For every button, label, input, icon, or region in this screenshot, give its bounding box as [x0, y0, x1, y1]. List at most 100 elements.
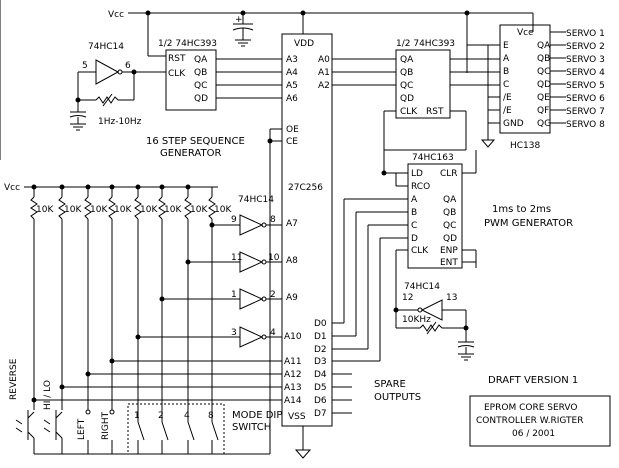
- svg-text:SERVO 5: SERVO 5: [566, 81, 605, 91]
- decoupling-capacitor: +: [232, 13, 254, 47]
- svg-text:SERVO 2: SERVO 2: [566, 42, 605, 52]
- svg-text:OUTPUTS: OUTPUTS: [374, 392, 421, 403]
- svg-text:QB: QB: [537, 54, 550, 64]
- svg-text:4: 4: [270, 328, 276, 338]
- svg-text:SERVO 6: SERVO 6: [566, 94, 605, 104]
- svg-text:QD: QD: [537, 80, 551, 90]
- svg-text:REVERSE: REVERSE: [9, 358, 19, 400]
- svg-text:A14: A14: [284, 396, 302, 406]
- svg-text:QC: QC: [400, 81, 413, 91]
- svg-text:RIGHT: RIGHT: [101, 411, 111, 440]
- svg-text:A: A: [503, 54, 510, 64]
- svg-text:HI / LO: HI / LO: [43, 380, 53, 410]
- svg-text:C: C: [503, 80, 509, 90]
- svg-text:Vcc: Vcc: [517, 28, 533, 38]
- svg-text:ENT: ENT: [440, 258, 458, 268]
- svg-text:10K: 10K: [114, 205, 132, 215]
- svg-text:RST: RST: [168, 54, 186, 64]
- svg-text:A7: A7: [286, 219, 298, 229]
- svg-text:ENP: ENP: [440, 246, 458, 256]
- svg-text:A12: A12: [284, 370, 302, 380]
- svg-text:1: 1: [134, 411, 140, 421]
- svg-text:QA: QA: [400, 55, 414, 65]
- svg-text:CLR: CLR: [440, 169, 458, 179]
- svg-text:VDD: VDD: [294, 39, 314, 49]
- pullup-resistors: 10K 10K 10K 10K 10K: [30, 187, 232, 410]
- svg-text:27C256: 27C256: [288, 183, 323, 193]
- svg-text:A5: A5: [286, 81, 298, 91]
- svg-text:CLK: CLK: [411, 246, 429, 256]
- svg-text:SERVO 4: SERVO 4: [566, 68, 605, 78]
- svg-text:A8: A8: [286, 256, 298, 266]
- svg-text:VSS: VSS: [288, 412, 306, 422]
- dip-switch-label-2: SWITCH: [232, 422, 271, 433]
- svg-text:SERVO 7: SERVO 7: [566, 107, 605, 117]
- svg-text:A11: A11: [284, 357, 302, 367]
- svg-text:A6: A6: [286, 94, 298, 104]
- svg-text:1Hz-10Hz: 1Hz-10Hz: [98, 117, 142, 127]
- svg-text:10: 10: [268, 253, 280, 263]
- svg-text:A4: A4: [286, 68, 298, 78]
- svg-text:10K: 10K: [190, 205, 208, 215]
- svg-text:11: 11: [231, 253, 242, 263]
- svg-text:D7: D7: [314, 409, 327, 419]
- title-line-3: 06 / 2001: [512, 429, 555, 439]
- counter-2: 1/2 74HC393 QA QB QC QD CLK RST: [384, 39, 500, 151]
- svg-text:2: 2: [158, 411, 164, 421]
- svg-text:QE: QE: [537, 93, 550, 103]
- svg-text:3: 3: [231, 328, 237, 338]
- svg-text:10K: 10K: [164, 205, 182, 215]
- svg-text:D0: D0: [314, 319, 327, 329]
- input-inverters: 74HC14 9 8 11 10 1 2 3 4: [135, 195, 282, 348]
- svg-text:HC138: HC138: [510, 141, 541, 151]
- svg-text:LD: LD: [411, 169, 423, 179]
- svg-text:A2: A2: [318, 81, 330, 91]
- svg-text:12: 12: [402, 293, 413, 303]
- decoder-hc138: E A B C /E /E GND Vcc QA QB QC QD QE QF …: [466, 24, 605, 151]
- svg-text:B: B: [411, 208, 417, 218]
- svg-text:8: 8: [270, 215, 276, 225]
- svg-text:1/2 74HC393: 1/2 74HC393: [158, 39, 217, 49]
- svg-text:A1: A1: [318, 68, 330, 78]
- svg-text:A0: A0: [318, 55, 330, 65]
- svg-text:74HC14: 74HC14: [238, 195, 274, 205]
- svg-text:A10: A10: [284, 332, 302, 342]
- vcc-left-label: Vcc: [4, 183, 20, 193]
- svg-text:16 STEP SEQUENCE: 16 STEP SEQUENCE: [146, 136, 245, 147]
- svg-text:SPARE: SPARE: [374, 379, 406, 390]
- svg-text:LEFT: LEFT: [77, 418, 87, 440]
- input-switches: REVERSE HI / LO LEFT RIGHT 1 2 4 8: [9, 358, 270, 455]
- svg-text:1: 1: [231, 290, 237, 300]
- svg-text:/E: /E: [503, 106, 512, 116]
- vcc-top-label: Vcc: [108, 10, 124, 20]
- svg-text:QG: QG: [537, 119, 551, 129]
- svg-text:QC: QC: [194, 81, 207, 91]
- svg-text:10K: 10K: [140, 205, 158, 215]
- title-line-1: EPROM CORE SERVO: [484, 403, 578, 413]
- svg-text:6: 6: [125, 61, 131, 71]
- svg-text:D2: D2: [314, 345, 327, 355]
- svg-text:CLK: CLK: [168, 69, 186, 79]
- title-line-2: CONTROLLER W.RIGTER: [476, 416, 584, 426]
- svg-text:QB: QB: [400, 68, 413, 78]
- svg-text:74HC14: 74HC14: [404, 282, 440, 292]
- svg-text:GND: GND: [503, 119, 524, 129]
- svg-text:SERVO 8: SERVO 8: [566, 120, 605, 130]
- oscillator-2: 74HC14 12 13 10KHz: [393, 249, 475, 361]
- draft-version: DRAFT VERSION 1: [488, 375, 578, 386]
- svg-text:A13: A13: [284, 383, 302, 393]
- svg-text:13: 13: [446, 293, 457, 303]
- svg-text:10K: 10K: [64, 205, 82, 215]
- svg-text:D: D: [411, 234, 418, 244]
- svg-text:1ms to 2ms: 1ms to 2ms: [492, 204, 551, 215]
- svg-text:PWM GENERATOR: PWM GENERATOR: [484, 218, 573, 229]
- svg-text:D6: D6: [314, 396, 327, 406]
- svg-text:1/2 74HC393: 1/2 74HC393: [396, 39, 455, 49]
- svg-text:QC: QC: [443, 221, 456, 231]
- svg-text:QA: QA: [443, 195, 457, 205]
- svg-text:RCO: RCO: [411, 182, 430, 192]
- svg-text:2: 2: [270, 290, 276, 300]
- svg-text:B: B: [503, 67, 509, 77]
- svg-text:74HC163: 74HC163: [412, 153, 454, 163]
